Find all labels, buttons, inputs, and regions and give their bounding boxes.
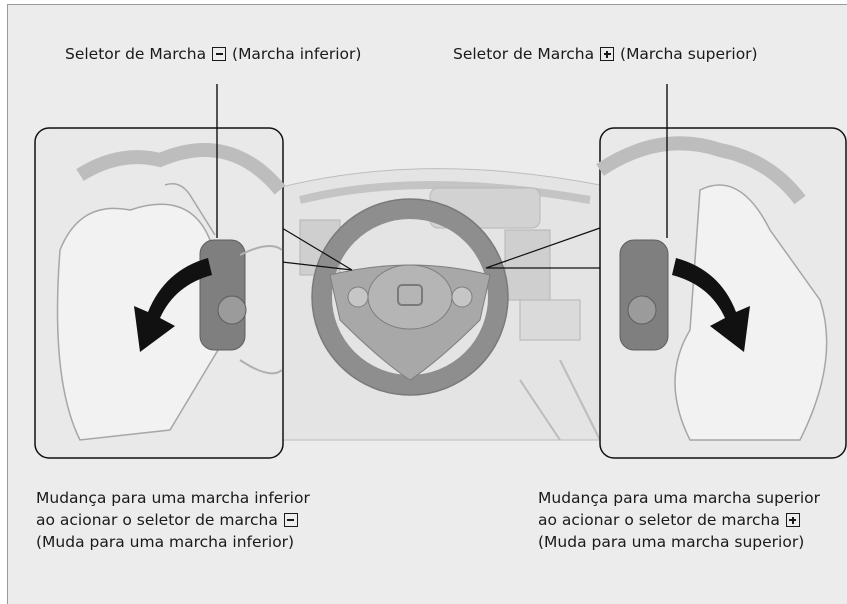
right-zoom-panel — [596, 127, 847, 459]
upshift-selector-prefix: Seletor de Marcha — [453, 45, 595, 63]
upshift-caption-line3: (Muda para uma marcha superior) — [538, 533, 805, 551]
left-zoom-panel — [34, 127, 286, 459]
downshift-caption-line1: Mudança para uma marcha inferior — [36, 489, 310, 507]
upshift-selector-suffix: (Marcha superior) — [620, 45, 758, 63]
minus-key-icon — [283, 513, 298, 527]
steering-wheel-illustration — [311, 198, 509, 396]
downshift-caption-line2-row: ao acionar o seletor de marcha — [36, 509, 310, 531]
plus-key-icon — [785, 513, 800, 527]
upshift-arrow-icon — [672, 258, 750, 352]
downshift-selector-label: Seletor de Marcha (Marcha inferior) — [65, 44, 361, 64]
downshift-caption: Mudança para uma marcha inferior ao acio… — [36, 487, 310, 553]
callout-lines — [216, 84, 668, 238]
downshift-selector-prefix: Seletor de Marcha — [65, 45, 207, 63]
downshift-caption-line3: (Muda para uma marcha inferior) — [36, 533, 295, 551]
upshift-selector-label: Seletor de Marcha (Marcha superior) — [453, 44, 758, 64]
upshift-caption-line1: Mudança para uma marcha superior — [538, 489, 820, 507]
zoom-connector-lines — [281, 227, 601, 271]
plus-key-icon — [600, 47, 615, 61]
minus-key-icon — [212, 47, 227, 61]
upshift-caption: Mudança para uma marcha superior ao acio… — [538, 487, 820, 553]
upshift-caption-line2: ao acionar o seletor de marcha — [538, 511, 780, 529]
downshift-selector-suffix: (Marcha inferior) — [232, 45, 362, 63]
downshift-caption-line2: ao acionar o seletor de marcha — [36, 511, 278, 529]
upshift-caption-line2-row: ao acionar o seletor de marcha — [538, 509, 820, 531]
downshift-arrow-icon — [134, 258, 212, 352]
